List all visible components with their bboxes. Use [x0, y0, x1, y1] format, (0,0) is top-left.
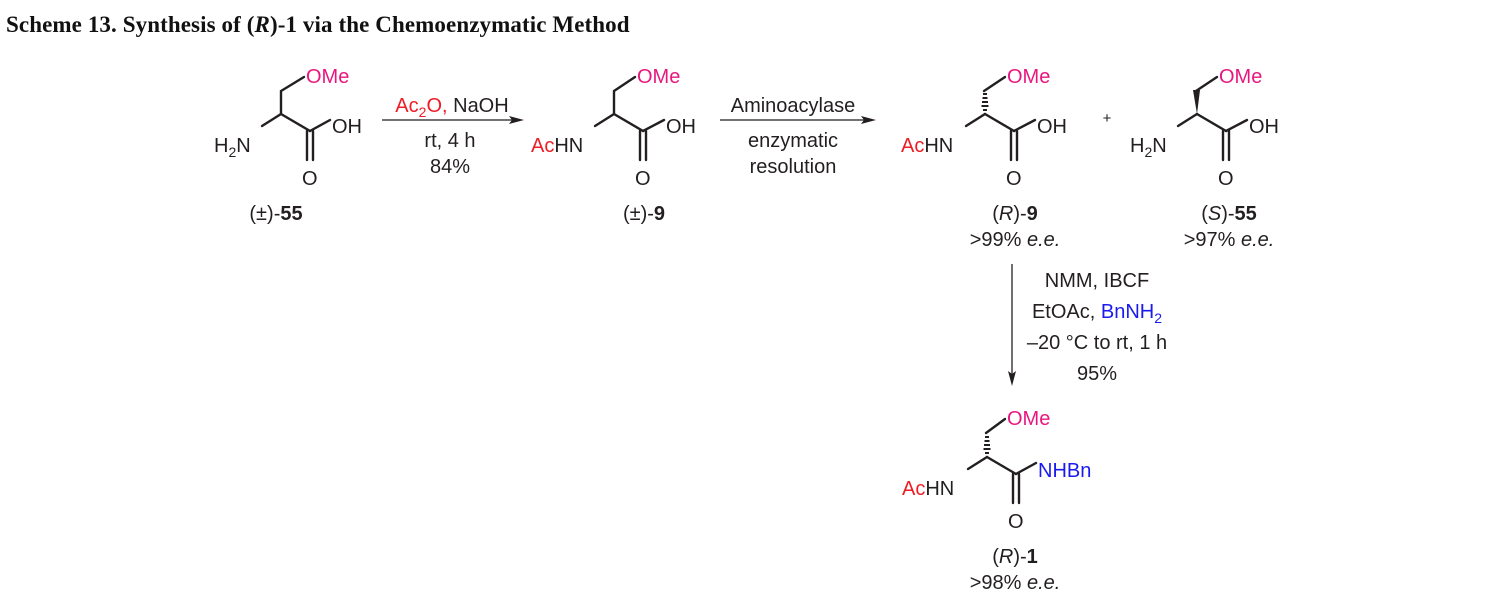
c-oh-bond [641, 118, 666, 133]
molecule-s-55: OMe OH O H2N (S)-55 >97% e.e. [1130, 66, 1279, 251]
hashed-wedge-bond [981, 93, 989, 111]
title-text: Scheme 13. Synthesis of ( [6, 12, 255, 37]
ome-group: OMe [306, 66, 349, 88]
ome-group: OMe [1219, 66, 1262, 88]
arrowhead-icon [1008, 371, 1016, 386]
carbonyl-oxygen-label: O [1218, 168, 1234, 190]
carbonyl-oxygen-label: O [635, 168, 651, 190]
ch2-o-bond [1194, 75, 1219, 93]
title-text-suffix: )-1 via the Chemoenzymatic Method [269, 12, 630, 37]
c-n-bond [1176, 112, 1199, 128]
step1-reagents: Ac2O, NaOH [395, 95, 508, 120]
acetamide-label: AcHN [901, 135, 953, 157]
c-c-bond [612, 112, 645, 133]
compound-label-r-1: (R)-1 [992, 546, 1038, 568]
hydroxyl-label: OH [666, 116, 696, 138]
compound-label-r-9: (R)-9 [992, 203, 1038, 225]
plus-sign: + [1103, 110, 1112, 127]
carbonyl-oxygen-label: O [1006, 168, 1022, 190]
amine-label: H2N [1130, 135, 1167, 160]
ee-r-1: >98% e.e. [970, 572, 1061, 594]
step3-solvent-amine: EtOAc, BnNH2 [1032, 301, 1162, 326]
carbonyl-oxygen-label: O [302, 168, 318, 190]
molecule-r-1: OMe NHBn O AcHN (R)-1 >98% e.e. [902, 408, 1091, 594]
ch2-bond [279, 75, 306, 116]
ome-group: OMe [1007, 408, 1050, 430]
c-n-bond [260, 112, 283, 128]
step2-arrow-group: Aminoacylase enzymatic resolution [720, 95, 876, 178]
molecule-racemic-9: OMe OH O AcHN (±)-9 [531, 66, 696, 225]
step3-conditions: –20 °C to rt, 1 h [1027, 332, 1167, 354]
molecule-racemic-55: OMe OH O H2N (±)-55 [214, 66, 362, 225]
hydroxyl-label: OH [1249, 116, 1279, 138]
hydroxyl-label: OH [1037, 116, 1067, 138]
ch2-bond [612, 75, 637, 116]
c-oh-bond [1224, 118, 1249, 133]
step1-arrow-group: Ac2O, NaOH rt, 4 h 84% [382, 95, 524, 178]
compound-label-racemic-55: (±)-55 [249, 203, 302, 225]
compound-label-s-55: (S)-55 [1201, 203, 1257, 225]
solid-wedge-bond [1193, 90, 1200, 114]
c-c-bond [1195, 112, 1228, 133]
carbonyl-oxygen-label: O [1008, 511, 1024, 533]
step3-arrow-group: NMM, IBCF EtOAc, BnNH2 –20 °C to rt, 1 h… [1008, 264, 1167, 386]
step2-process: enzymatic [748, 130, 838, 152]
step2-process-2: resolution [750, 156, 837, 178]
step3-reagents: NMM, IBCF [1045, 270, 1149, 292]
c-oh-bond [308, 118, 332, 133]
arrowhead-icon [509, 116, 524, 124]
c-nhbn-bond [1014, 461, 1038, 476]
ee-s-55: >97% e.e. [1184, 229, 1275, 251]
step3-yield: 95% [1077, 363, 1117, 385]
step2-enzyme: Aminoacylase [731, 95, 856, 117]
compound-label-racemic-9: (±)-9 [623, 203, 665, 225]
c-c-bond [983, 112, 1016, 133]
hydroxyl-label: OH [332, 116, 362, 138]
ch2-o-bond [984, 417, 1007, 435]
hashed-wedge-bond [983, 436, 991, 454]
step1-conditions: rt, 4 h [424, 130, 475, 152]
ch2-o-bond [982, 75, 1007, 93]
arrowhead-icon [861, 116, 876, 124]
ome-group: OMe [1007, 66, 1050, 88]
acetamide-label: AcHN [531, 135, 583, 157]
step1-yield: 84% [430, 156, 470, 178]
c-c-bond [985, 455, 1018, 476]
ee-r-9: >99% e.e. [970, 229, 1061, 251]
c-c-bond [279, 112, 312, 133]
scheme-title: Scheme 13. Synthesis of (R)-1 via the Ch… [6, 12, 630, 38]
molecule-r-9: OMe OH O AcHN (R)-9 >99% e.e. [901, 66, 1067, 251]
c-n-bond [966, 455, 989, 471]
c-n-bond [964, 112, 987, 128]
amine-label: H2N [214, 135, 251, 160]
c-n-bond [593, 112, 616, 128]
ome-group: OMe [637, 66, 680, 88]
title-stereo-descriptor: R [254, 12, 270, 37]
benzylamide-label: NHBn [1038, 460, 1091, 482]
c-oh-bond [1012, 118, 1037, 133]
acetamide-label: AcHN [902, 478, 954, 500]
